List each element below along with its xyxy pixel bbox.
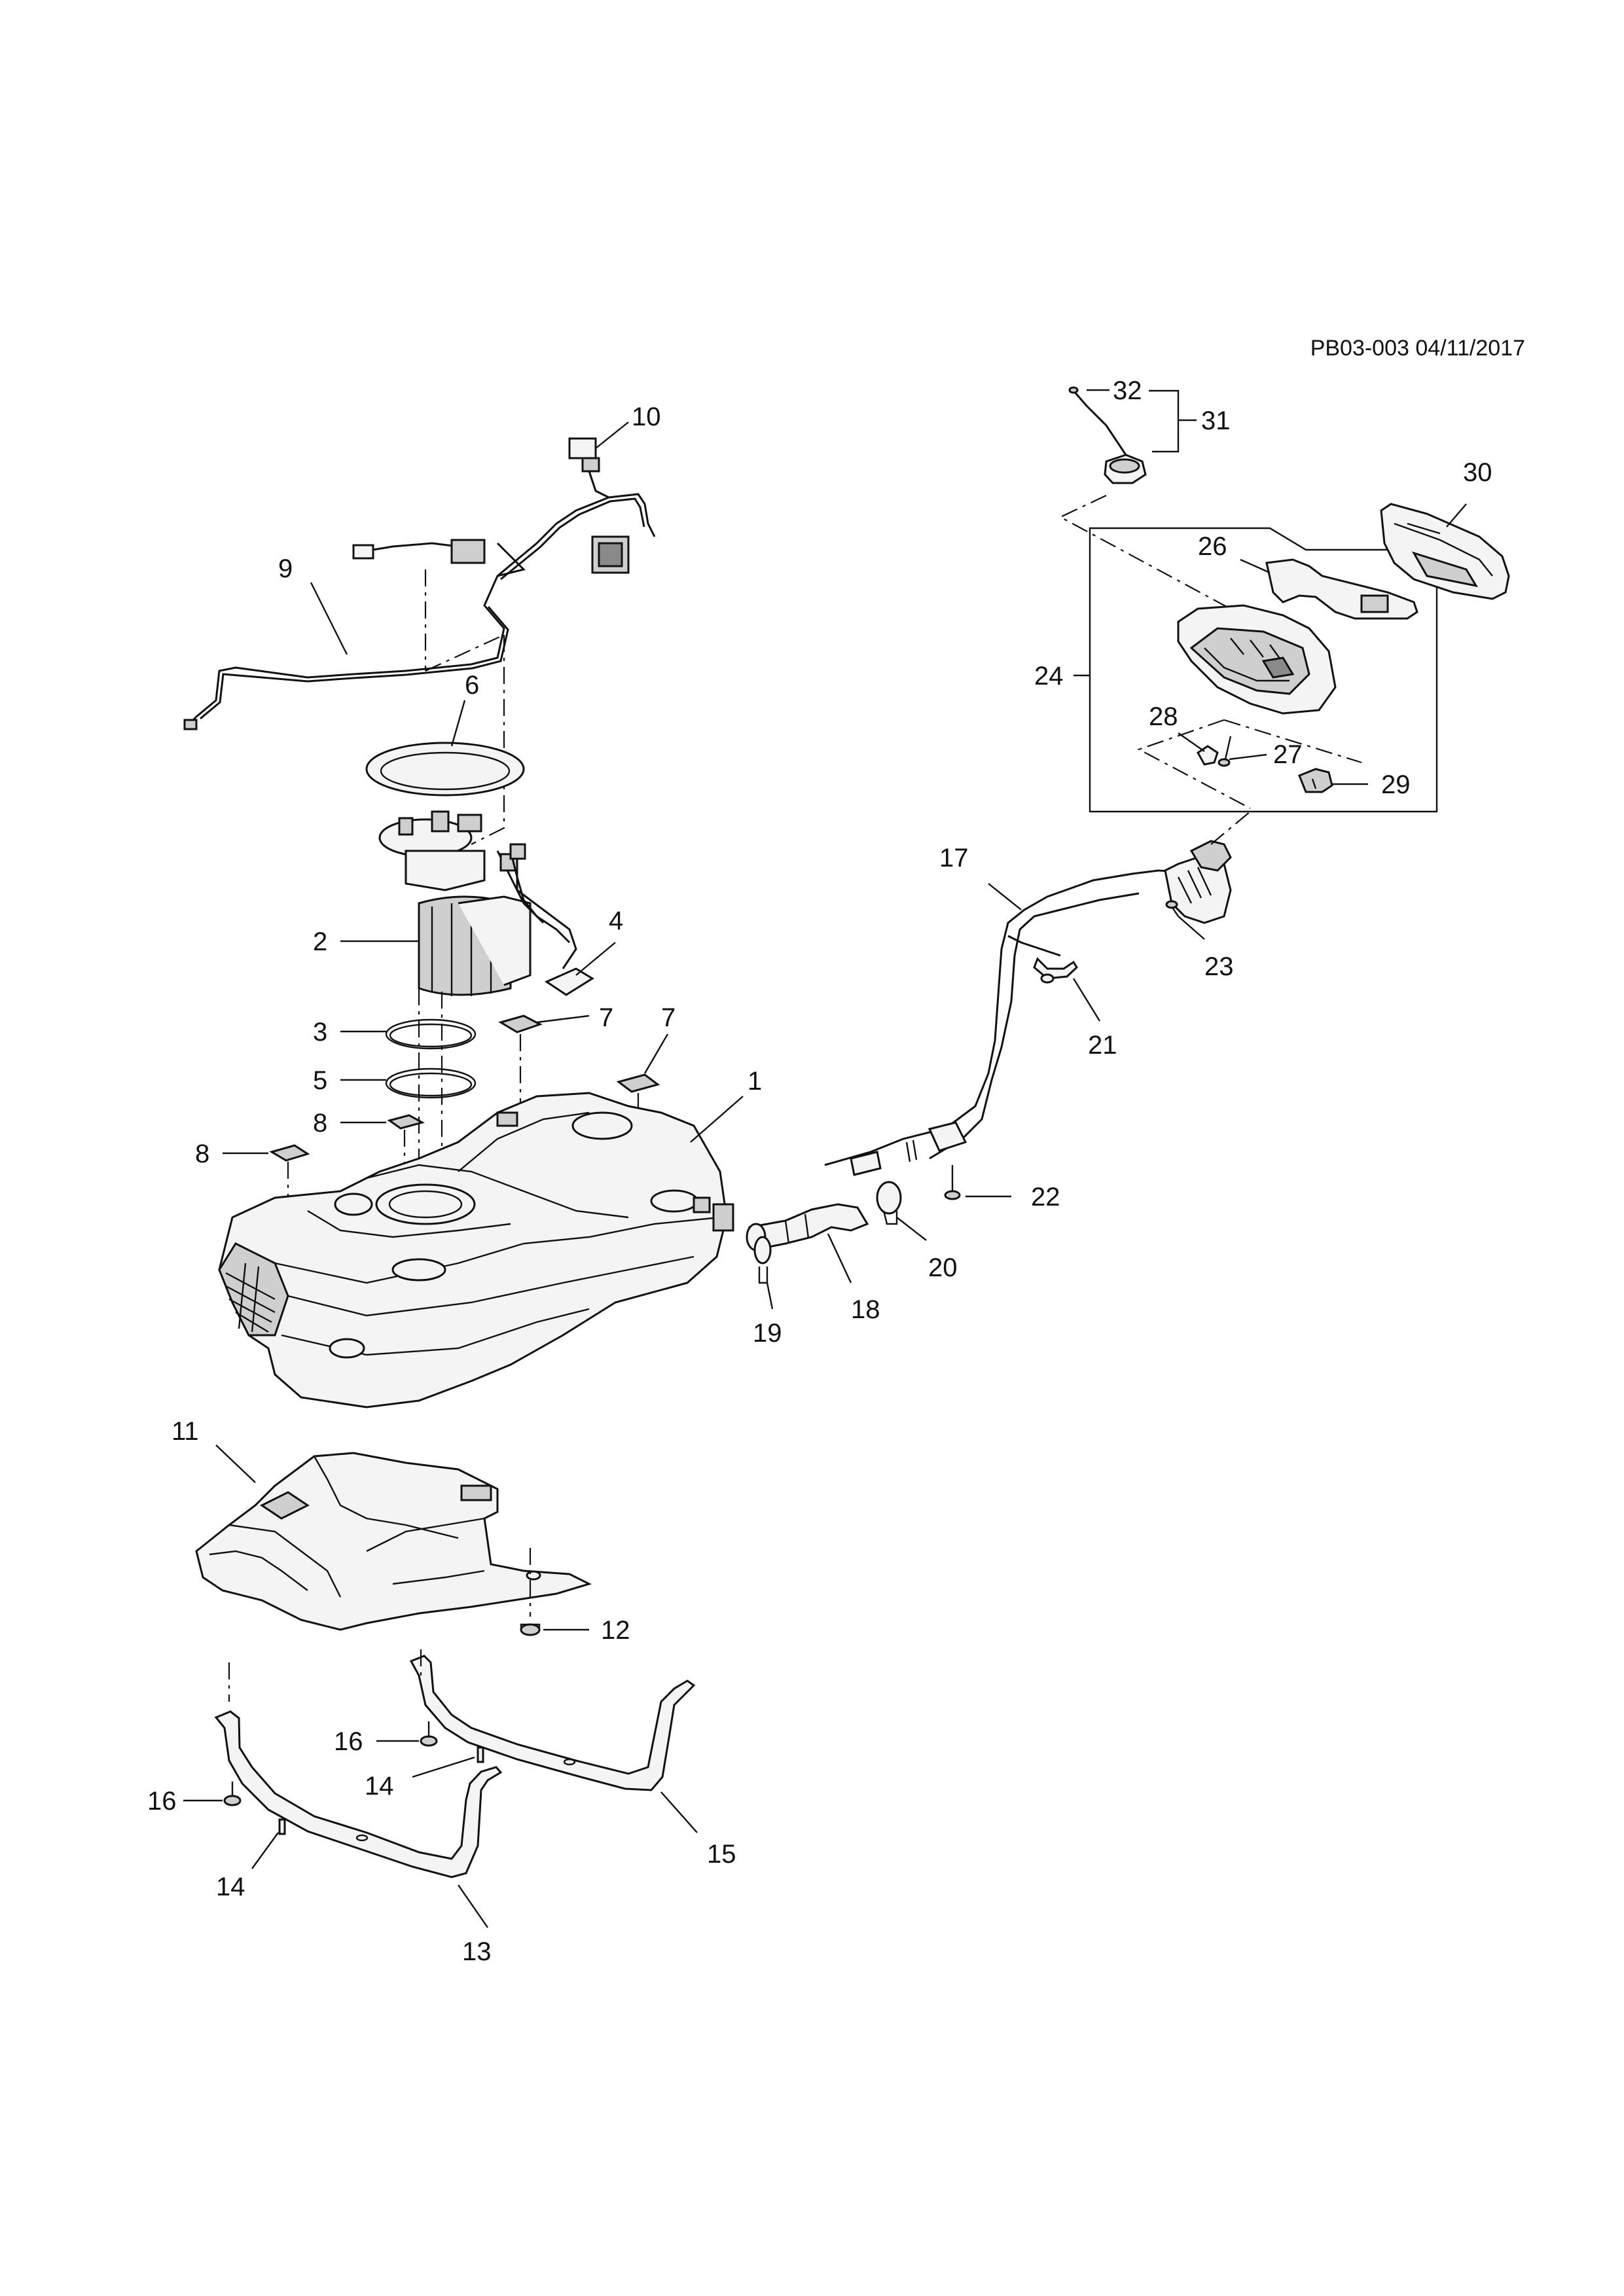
callout-29: 29 — [1381, 770, 1411, 799]
callout-8b: 8 — [195, 1139, 209, 1168]
callout-1: 1 — [748, 1067, 762, 1096]
part-13-tank-strap — [214, 1710, 503, 1878]
part-23-bolt — [1165, 900, 1179, 917]
callout-12: 12 — [601, 1616, 630, 1645]
part-17-filler-pipe — [824, 840, 1232, 1176]
callout-22: 22 — [1031, 1183, 1060, 1211]
callout-32: 32 — [1113, 376, 1142, 405]
part-16-bolt-lower — [223, 1782, 242, 1806]
part-31-filler-cap — [1104, 454, 1147, 484]
callout-16b: 16 — [147, 1787, 177, 1816]
callout-9: 9 — [278, 554, 293, 583]
callout-10: 10 — [632, 403, 661, 431]
part-26-door-hinge — [1265, 558, 1418, 620]
callout-27: 27 — [1273, 740, 1303, 769]
drawing-reference: PB03-003 04/11/2017 — [1310, 336, 1525, 361]
part-32-cap-tether — [1068, 386, 1127, 456]
part-14-stud-lower — [278, 1818, 286, 1835]
part-12-nut — [520, 1623, 541, 1636]
callout-3: 3 — [313, 1018, 327, 1047]
callout-17: 17 — [939, 844, 969, 872]
part-29-bracket — [1298, 768, 1333, 793]
callout-14a: 14 — [365, 1772, 394, 1801]
callout-30: 30 — [1463, 458, 1492, 487]
callout-14b: 14 — [216, 1873, 245, 1901]
callout-26: 26 — [1198, 532, 1227, 561]
part-24-filler-housing — [1177, 604, 1337, 715]
callout-8a: 8 — [313, 1109, 327, 1138]
part-27-bolt — [1218, 736, 1232, 767]
callout-16a: 16 — [334, 1727, 363, 1756]
callout-6: 6 — [465, 671, 479, 700]
callout-5: 5 — [313, 1066, 327, 1095]
part-5-seal — [385, 1067, 477, 1099]
callout-24: 24 — [1034, 662, 1064, 691]
part-9-wiring-harness — [183, 437, 656, 730]
callout-20: 20 — [928, 1253, 958, 1282]
part-21-clip — [1033, 957, 1078, 984]
part-4-harness-pigtail — [509, 843, 594, 996]
part-2-fuel-pump-module — [378, 810, 577, 996]
callout-7b: 7 — [661, 1003, 676, 1032]
part-16-bolt-upper — [420, 1721, 438, 1747]
callout-11: 11 — [171, 1417, 199, 1446]
callout-2: 2 — [313, 927, 327, 956]
callout-15: 15 — [707, 1840, 736, 1869]
part-6-lock-ring — [365, 742, 525, 797]
callout-7a: 7 — [599, 1003, 613, 1032]
part-1-fuel-tank — [218, 1092, 734, 1408]
callout-31: 31 — [1201, 406, 1231, 435]
part-15-tank-strap — [409, 1655, 696, 1791]
callout-23: 23 — [1204, 952, 1234, 981]
callout-13: 13 — [462, 1937, 492, 1966]
part-30-fuel-door — [1380, 503, 1510, 600]
part-19-clamp — [753, 1236, 772, 1284]
callout-18: 18 — [851, 1295, 880, 1324]
callout-21: 21 — [1088, 1031, 1117, 1060]
callout-4: 4 — [609, 906, 623, 935]
part-11-heat-shield — [195, 1452, 592, 1631]
callout-28: 28 — [1149, 702, 1178, 731]
part-3-seal — [385, 1018, 477, 1050]
part-8-pad-left — [269, 1144, 310, 1224]
part-14-stud-upper — [477, 1746, 484, 1763]
part-22-bolt — [944, 1165, 961, 1200]
part-7-pad-left — [498, 1014, 543, 1106]
callout-19: 19 — [753, 1319, 782, 1348]
